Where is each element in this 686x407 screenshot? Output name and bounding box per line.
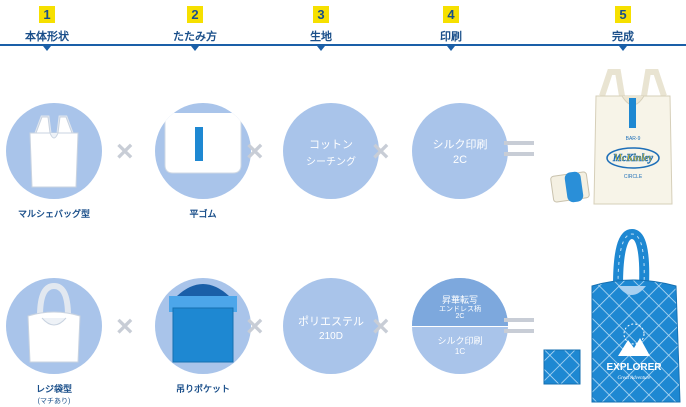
- product-marche-bag-image: BAR-9 McKinley CIRCLE: [550, 69, 673, 205]
- product2-sub-text: Great Adventure: [617, 376, 651, 381]
- times-icon: ×: [246, 135, 264, 168]
- print-top-half: [412, 278, 508, 326]
- print-bottom-line2: 1C: [454, 347, 466, 356]
- print-line1: シルク印刷: [432, 139, 488, 151]
- step-5-label: 完成: [612, 31, 634, 43]
- fabric-line1: ポリエステル: [298, 316, 364, 328]
- step-4-badge: 4: [443, 6, 459, 23]
- step-5-badge: 5: [615, 6, 631, 23]
- print-top-line3: 2C: [455, 313, 465, 320]
- step-1-badge: 1: [39, 6, 55, 23]
- step-4-label: 印刷: [440, 31, 462, 43]
- step-3-pointer: [317, 46, 325, 51]
- shape-circle-shopping: [6, 278, 102, 374]
- fabric-line2: 210D: [319, 331, 343, 342]
- folded-pouch-icon: [550, 171, 590, 203]
- fold-caption-pocket: 吊りポケット: [175, 384, 230, 394]
- print-circle-silk: シルク印刷 2C: [412, 103, 508, 199]
- print-bottom-line1: シルク印刷: [437, 336, 483, 346]
- step-2-label: たたみ方: [173, 31, 217, 43]
- step-2-badge: 2: [187, 6, 203, 23]
- shape-caption-shopping-sub: (マチあり): [37, 398, 71, 405]
- fabric-circle-cotton: コットン シーチング: [283, 103, 379, 199]
- step-3-badge: 3: [313, 6, 329, 23]
- flat-elastic-icon: [164, 113, 242, 174]
- shape-circle-marche: [6, 103, 102, 199]
- times-icon: ×: [116, 135, 134, 168]
- product1-sub-text: CIRCLE: [624, 174, 643, 180]
- print-line2: 2C: [452, 154, 468, 166]
- marche-bag-icon: [29, 115, 79, 188]
- header-divider: [0, 44, 686, 46]
- pouch-icon: [543, 349, 581, 385]
- step-2-pointer: [191, 46, 199, 51]
- fabric-circle-polyester: ポリエステル 210D: [283, 278, 379, 374]
- product1-logo-text: McKinley: [612, 153, 654, 164]
- step-1-pointer: [43, 46, 51, 51]
- print-circle-split: 昇華転写 エンドレス柄 2C シルク印刷 1C: [412, 278, 508, 374]
- equals-icon: [504, 141, 534, 163]
- equals-icon: [504, 318, 534, 340]
- print-top-line2: エンドレス柄: [439, 306, 481, 313]
- product2-logo-text: EXPLORER: [606, 362, 662, 373]
- print-divider: [412, 326, 508, 327]
- times-icon: ×: [372, 135, 390, 168]
- shopping-bag-icon: [27, 282, 81, 363]
- product1-top-text: BAR-9: [626, 136, 641, 142]
- times-icon: ×: [372, 310, 390, 343]
- times-icon: ×: [116, 310, 134, 343]
- product-shopping-bag-image: EXPLORER Great Adventure: [543, 228, 681, 403]
- hanging-pocket-icon: [169, 284, 237, 363]
- step-3-label: 生地: [310, 31, 332, 43]
- fold-caption-elastic: 平ゴム: [189, 209, 217, 219]
- fabric-line1: コットン: [309, 139, 353, 151]
- step-1-label: 本体形状: [25, 31, 69, 43]
- shape-caption-marche: マルシェバッグ型: [17, 209, 90, 219]
- print-top-line1: 昇華転写: [441, 295, 478, 305]
- fabric-line2: シーチング: [306, 157, 356, 168]
- fold-circle-elastic: [155, 103, 251, 199]
- step-4-pointer: [447, 46, 455, 51]
- times-icon: ×: [246, 310, 264, 343]
- shape-caption-shopping: レジ袋型: [35, 384, 72, 394]
- step-5-pointer: [619, 46, 627, 51]
- fold-circle-pocket: [155, 278, 251, 374]
